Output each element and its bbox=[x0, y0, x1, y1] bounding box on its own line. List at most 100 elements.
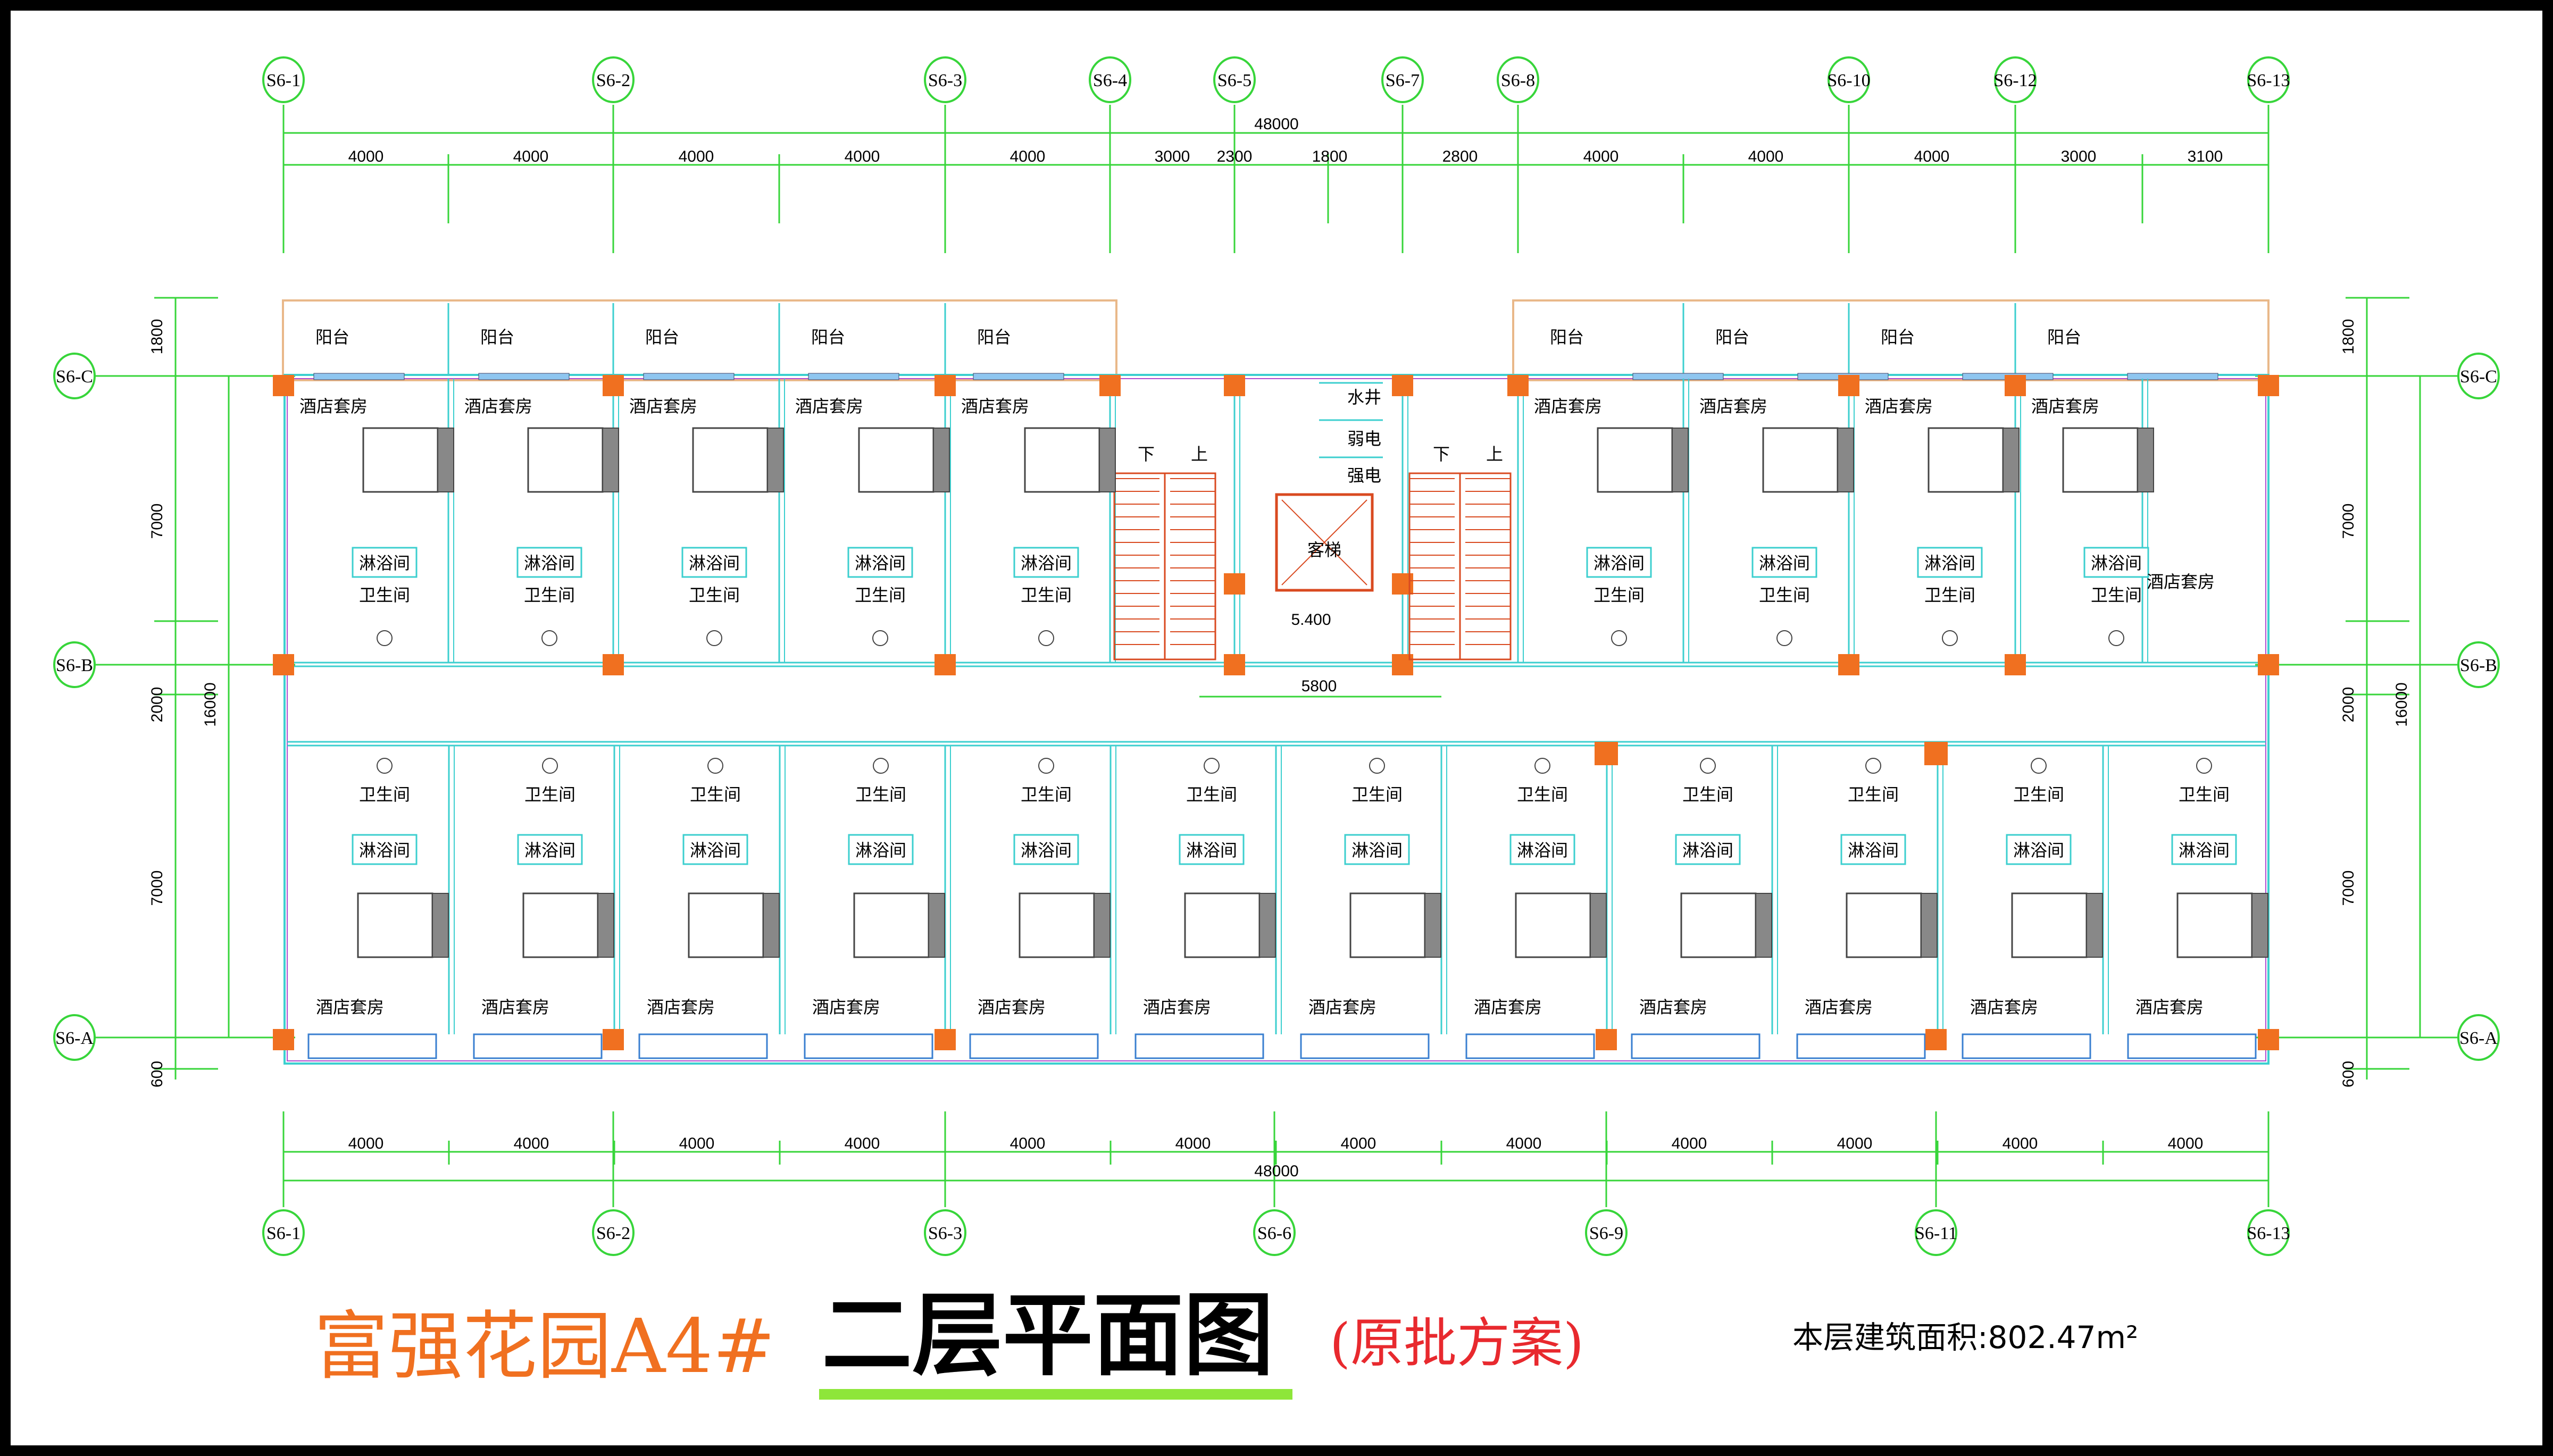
room-bottom-7-basin bbox=[1534, 758, 1550, 774]
column bbox=[1924, 742, 1948, 765]
axis-bottom-6-label: S6-13 bbox=[2247, 1224, 2290, 1243]
room-top-6-balcony: 阳台 bbox=[1715, 327, 1749, 347]
window-bottom bbox=[638, 1033, 768, 1059]
room-bottom-4-shower bbox=[1013, 834, 1079, 865]
window-top bbox=[313, 373, 405, 380]
column bbox=[935, 375, 956, 396]
room-bottom-10-basin bbox=[2031, 758, 2047, 774]
room-bottom-9-bed bbox=[1846, 892, 1922, 958]
room-bottom-3-shower-label: 淋浴间 bbox=[855, 840, 906, 860]
room-bottom-1-suite: 酒店套房 bbox=[481, 997, 549, 1017]
room-bottom-9-toilet-label: 卫生间 bbox=[1848, 784, 1899, 805]
column bbox=[935, 1029, 956, 1050]
room-top-corner-suite: 酒店套房 bbox=[2147, 572, 2215, 592]
dim-top-10: 4000 bbox=[1748, 148, 1784, 165]
room-bottom-2-headboard bbox=[763, 893, 780, 958]
scheme-note: (原批方案) bbox=[1330, 1312, 1584, 1374]
dim-left-3: 7000 bbox=[148, 871, 166, 906]
room-bottom-0-basin bbox=[377, 758, 393, 774]
axis-bottom-2-circle bbox=[924, 1209, 966, 1256]
room-bottom-7-toilet-label: 卫生间 bbox=[1517, 784, 1568, 805]
dim-left-1: 7000 bbox=[148, 504, 166, 539]
room-bottom-3-shower bbox=[848, 834, 914, 865]
room-bottom-1-basin bbox=[542, 758, 558, 774]
axis-bottom-4-label: S6-9 bbox=[1589, 1224, 1623, 1243]
room-bottom-2-suite: 酒店套房 bbox=[647, 997, 715, 1017]
room-bottom-9-headboard bbox=[1921, 893, 1938, 958]
axis-top-7-circle bbox=[1828, 56, 1870, 103]
dim-bottom-4: 4000 bbox=[1010, 1135, 1046, 1152]
axis-right-1-circle bbox=[2457, 641, 2500, 688]
axis-top-9-circle bbox=[2247, 56, 2290, 103]
room-bottom-8-shower-label: 淋浴间 bbox=[1682, 840, 1733, 860]
dim-left-2: 2000 bbox=[148, 687, 166, 723]
room-bottom-5-shower bbox=[1179, 834, 1245, 865]
dim-top-4: 4000 bbox=[1010, 148, 1046, 165]
dim-total-right: 16000 bbox=[2393, 682, 2410, 726]
axis-bottom-5-circle bbox=[1915, 1209, 1957, 1256]
column bbox=[1838, 375, 1859, 396]
room-bottom-5-shower-label: 淋浴间 bbox=[1186, 840, 1237, 860]
room-top-5-balcony: 阳台 bbox=[1550, 327, 1584, 347]
elevator-label: 客梯 bbox=[1307, 540, 1341, 560]
dim-top-6: 2300 bbox=[1217, 148, 1253, 165]
room-bottom-8-shower bbox=[1675, 834, 1741, 865]
room-top-2-balcony: 阳台 bbox=[645, 327, 679, 347]
window-bottom bbox=[969, 1033, 1099, 1059]
column bbox=[1224, 654, 1245, 675]
window-top bbox=[643, 373, 735, 380]
room-top-6-headboard bbox=[1837, 428, 1854, 492]
axis-bottom-3-label: S6-6 bbox=[1257, 1224, 1291, 1243]
dim-bottom-5: 4000 bbox=[1175, 1135, 1211, 1152]
room-top-5-shower bbox=[1586, 547, 1652, 578]
room-bottom-5-basin bbox=[1204, 758, 1220, 774]
room-top-1-headboard bbox=[602, 428, 619, 492]
room-bottom-9-shower bbox=[1840, 834, 1906, 865]
balcony-rail-right bbox=[1512, 299, 2270, 381]
window-bottom bbox=[473, 1033, 603, 1059]
window-bottom bbox=[1134, 1033, 1264, 1059]
column bbox=[273, 1029, 294, 1050]
room-bottom-6-basin bbox=[1369, 758, 1385, 774]
room-bottom-9-basin bbox=[1865, 758, 1881, 774]
room-bottom-10-shower-label: 淋浴间 bbox=[2013, 840, 2064, 860]
room-bottom-11-bed bbox=[2176, 892, 2253, 958]
column bbox=[2258, 654, 2279, 675]
axis-left-2-circle bbox=[53, 1014, 96, 1061]
room-bottom-9-suite: 酒店套房 bbox=[1805, 997, 1873, 1017]
room-top-1-balcony: 阳台 bbox=[480, 327, 514, 347]
room-top-8-bed bbox=[2062, 427, 2139, 493]
dim-top-3: 4000 bbox=[845, 148, 880, 165]
room-top-1-shower-label: 淋浴间 bbox=[524, 553, 575, 573]
room-top-4-suite: 酒店套房 bbox=[961, 396, 1029, 416]
axis-top-6-label: S6-8 bbox=[1501, 71, 1535, 90]
dim-left-0: 1800 bbox=[148, 319, 166, 355]
axis-bottom-6-circle bbox=[2247, 1209, 2290, 1256]
room-bottom-3-headboard bbox=[928, 893, 945, 958]
axis-right-1-label: S6-B bbox=[2460, 656, 2497, 675]
room-bottom-3-suite: 酒店套房 bbox=[812, 997, 880, 1017]
axis-top-8-label: S6-12 bbox=[1993, 71, 2037, 90]
room-top-0-headboard bbox=[437, 428, 454, 492]
room-top-4-balcony: 阳台 bbox=[977, 327, 1011, 347]
room-bottom-11-shower bbox=[2171, 834, 2237, 865]
room-top-7-headboard bbox=[2003, 428, 2020, 492]
elevation-label: 5.400 bbox=[1291, 611, 1331, 629]
strong-elec-label: 强电 bbox=[1347, 465, 1381, 486]
room-top-8-basin bbox=[2108, 630, 2124, 646]
column bbox=[1224, 375, 1245, 396]
room-top-0-shower bbox=[352, 547, 418, 578]
axis-left-0-label: S6-C bbox=[56, 367, 93, 387]
axis-left-1-circle bbox=[53, 641, 96, 688]
room-top-2-headboard bbox=[767, 428, 784, 492]
dim-right-0: 1800 bbox=[2340, 319, 2357, 355]
room-bottom-7-shower-label: 淋浴间 bbox=[1517, 840, 1568, 860]
dim-top-2: 4000 bbox=[679, 148, 714, 165]
room-top-7-balcony: 阳台 bbox=[1881, 327, 1915, 347]
window-bottom bbox=[804, 1033, 933, 1059]
room-bottom-1-toilet-label: 卫生间 bbox=[524, 784, 575, 805]
wall-lines bbox=[273, 299, 2279, 1065]
room-bottom-4-bed bbox=[1019, 892, 1095, 958]
room-bottom-2-bed bbox=[688, 892, 764, 958]
room-bottom-0-headboard bbox=[432, 893, 449, 958]
